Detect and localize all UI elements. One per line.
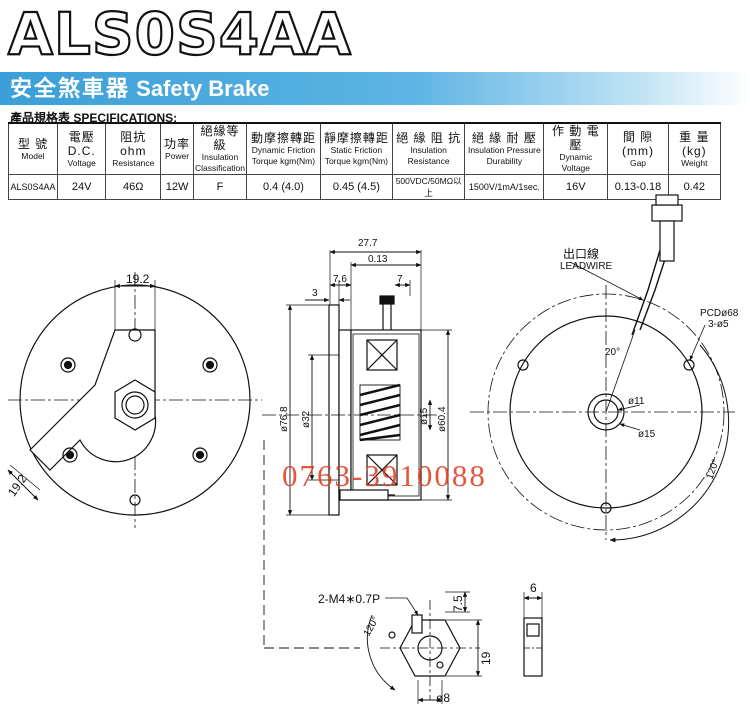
thread-dim: 2-M4∗0.7P (318, 592, 380, 606)
cell-insulation-class: F (192, 174, 248, 200)
dim-11: ø11 (628, 396, 645, 407)
dim-32: ø32 (301, 410, 312, 428)
banner-title: 安全煞車器 Safety Brake (10, 74, 269, 104)
spec-label: 產品規格表 SPECIFICATIONS: (10, 111, 178, 125)
dim-0-13: 0.13 (368, 254, 388, 265)
angle-120-right: 120° (704, 458, 721, 481)
cell-gap: 0.13-0.18 (607, 174, 669, 200)
section-banner: 安全煞車器 Safety Brake (0, 72, 750, 105)
cell-voltage: 24V (56, 174, 107, 200)
leadwire-en: LEADWIRE (560, 261, 613, 272)
cell-model: ALS0S4AA (8, 174, 58, 200)
col-weight: 重 量 (kg)Weight (667, 122, 722, 175)
hub-side-detail (523, 592, 543, 677)
dim-7: 7 (397, 274, 403, 285)
dim-19-2-top: 19.2 (126, 272, 150, 286)
cell-dynamic-torque: 0.4 (4.0) (246, 174, 321, 200)
dim-3: 3 (312, 288, 318, 299)
hub-detail (263, 440, 482, 704)
dim-19-bottom: 19 (479, 651, 493, 665)
dim-6: 6 (530, 581, 537, 595)
technical-drawing: 19.2 19.2 (5, 194, 739, 705)
holes-dim: 3-ø5 (708, 319, 729, 330)
dim-19-2-left: 19.2 (5, 472, 30, 499)
angle-20: 20° (605, 347, 620, 358)
front-view-right (470, 194, 735, 543)
banner-title-zh: 安全煞車器 (10, 77, 131, 102)
dim-7-6: 7.6 (333, 274, 347, 285)
dim-8: ø8 (436, 691, 450, 705)
dim-76-8: ø76.8 (279, 406, 290, 432)
col-voltage: 電壓D.C.Voltage (56, 122, 107, 175)
phone-watermark: 0763-3910088 (282, 458, 487, 493)
dim-60-4: ø60.4 (437, 406, 448, 432)
side-section-view (262, 249, 452, 516)
cell-power: 12W (160, 174, 194, 200)
leadwire-zh: 出口線 (563, 246, 599, 261)
dim-15-right: ø15 (638, 429, 656, 440)
model-title: ALS0S4AA (7, 0, 352, 68)
spec-data-row: ALS0S4AA 24V 46Ω 12W F 0.4 (4.0) 0.45 (4… (8, 174, 722, 200)
pcd-dim: PCDø68 (700, 308, 739, 319)
col-gap: 間 隙 (mm)Gap (607, 122, 669, 175)
cell-static-torque: 0.45 (4.5) (319, 174, 393, 200)
angle-120-bottom: 120° (362, 615, 382, 638)
cell-resistance: 46Ω (105, 174, 162, 200)
cell-insulation-resistance: 500VDC/50MΩ以上 (391, 174, 466, 200)
banner-title-en: Safety Brake (136, 76, 270, 101)
dim-7-5: 7.5 (451, 595, 465, 612)
dim-15-side: ø15 (419, 407, 430, 425)
front-view-left (7, 272, 262, 528)
dim-27-7: 27.7 (358, 238, 378, 249)
